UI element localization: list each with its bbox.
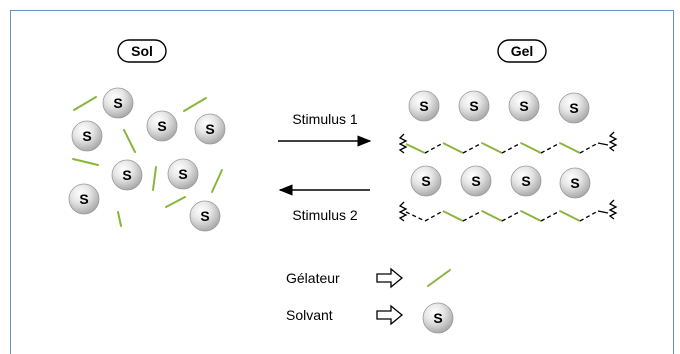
solvent-sphere: S: [167, 158, 199, 190]
solvent-sphere: S: [460, 165, 492, 197]
sol-gelator-fibres: [72, 96, 223, 227]
solvent-sphere: S: [559, 167, 591, 199]
gel-solvent-row-top: S S S S: [408, 90, 590, 124]
solvent-sphere: S: [111, 159, 143, 191]
sol-solvent-spheres: S S S S S S S S: [68, 87, 226, 232]
svg-text:S: S: [122, 167, 131, 183]
hollow-arrow-icon: [376, 267, 404, 289]
stimulus-2-arrow: Stimulus 2: [278, 184, 370, 223]
svg-text:Stimulus 2: Stimulus 2: [292, 207, 358, 223]
svg-text:Solvant: Solvant: [286, 307, 333, 323]
legend-gelator: Gélateur: [286, 267, 451, 289]
svg-text:S: S: [421, 173, 430, 189]
svg-text:S: S: [157, 118, 166, 134]
svg-text:S: S: [521, 173, 530, 189]
gel-fibre-chain-top: [398, 131, 618, 154]
solvent-sphere: S: [410, 165, 442, 197]
gel-label: Gel: [497, 39, 547, 63]
stimulus-1-arrow: Stimulus 1: [278, 111, 372, 147]
sol-label: Sol: [117, 39, 167, 63]
svg-text:S: S: [178, 166, 187, 182]
svg-text:S: S: [205, 121, 214, 137]
svg-text:S: S: [471, 173, 480, 189]
solvent-sphere: S: [68, 183, 100, 215]
solvent-sphere: S: [510, 165, 542, 197]
solvent-sphere-icon: S: [422, 302, 454, 334]
svg-text:Stimulus 1: Stimulus 1: [292, 111, 358, 127]
gel-fibre-chain-bottom: [398, 199, 618, 222]
solvent-sphere: S: [558, 92, 590, 124]
hollow-arrow-icon: [376, 304, 404, 326]
solvent-sphere: S: [508, 90, 540, 122]
svg-text:S: S: [113, 95, 122, 111]
svg-text:Gel: Gel: [511, 43, 534, 59]
solvent-sphere: S: [194, 113, 226, 145]
svg-text:S: S: [519, 98, 528, 114]
solvent-sphere: S: [71, 120, 103, 152]
svg-text:S: S: [82, 128, 91, 144]
solvent-sphere: S: [102, 87, 134, 119]
svg-text:S: S: [570, 175, 579, 191]
solvent-sphere: S: [189, 200, 221, 232]
svg-text:S: S: [469, 98, 478, 114]
svg-text:S: S: [200, 208, 209, 224]
legend-solvent: Solvant S: [286, 302, 454, 334]
svg-text:S: S: [569, 100, 578, 116]
gelator-fibre-icon: [427, 269, 451, 287]
svg-text:Gélateur: Gélateur: [286, 270, 340, 286]
figure-frame: [10, 10, 674, 354]
solvent-sphere: S: [408, 90, 440, 122]
gel-solvent-row-bottom: S S S S: [410, 165, 591, 199]
svg-text:S: S: [79, 191, 88, 207]
svg-text:Sol: Sol: [131, 43, 153, 59]
solvent-sphere: S: [146, 110, 178, 142]
svg-text:S: S: [433, 310, 442, 326]
svg-text:S: S: [419, 98, 428, 114]
solvent-sphere: S: [458, 90, 490, 122]
